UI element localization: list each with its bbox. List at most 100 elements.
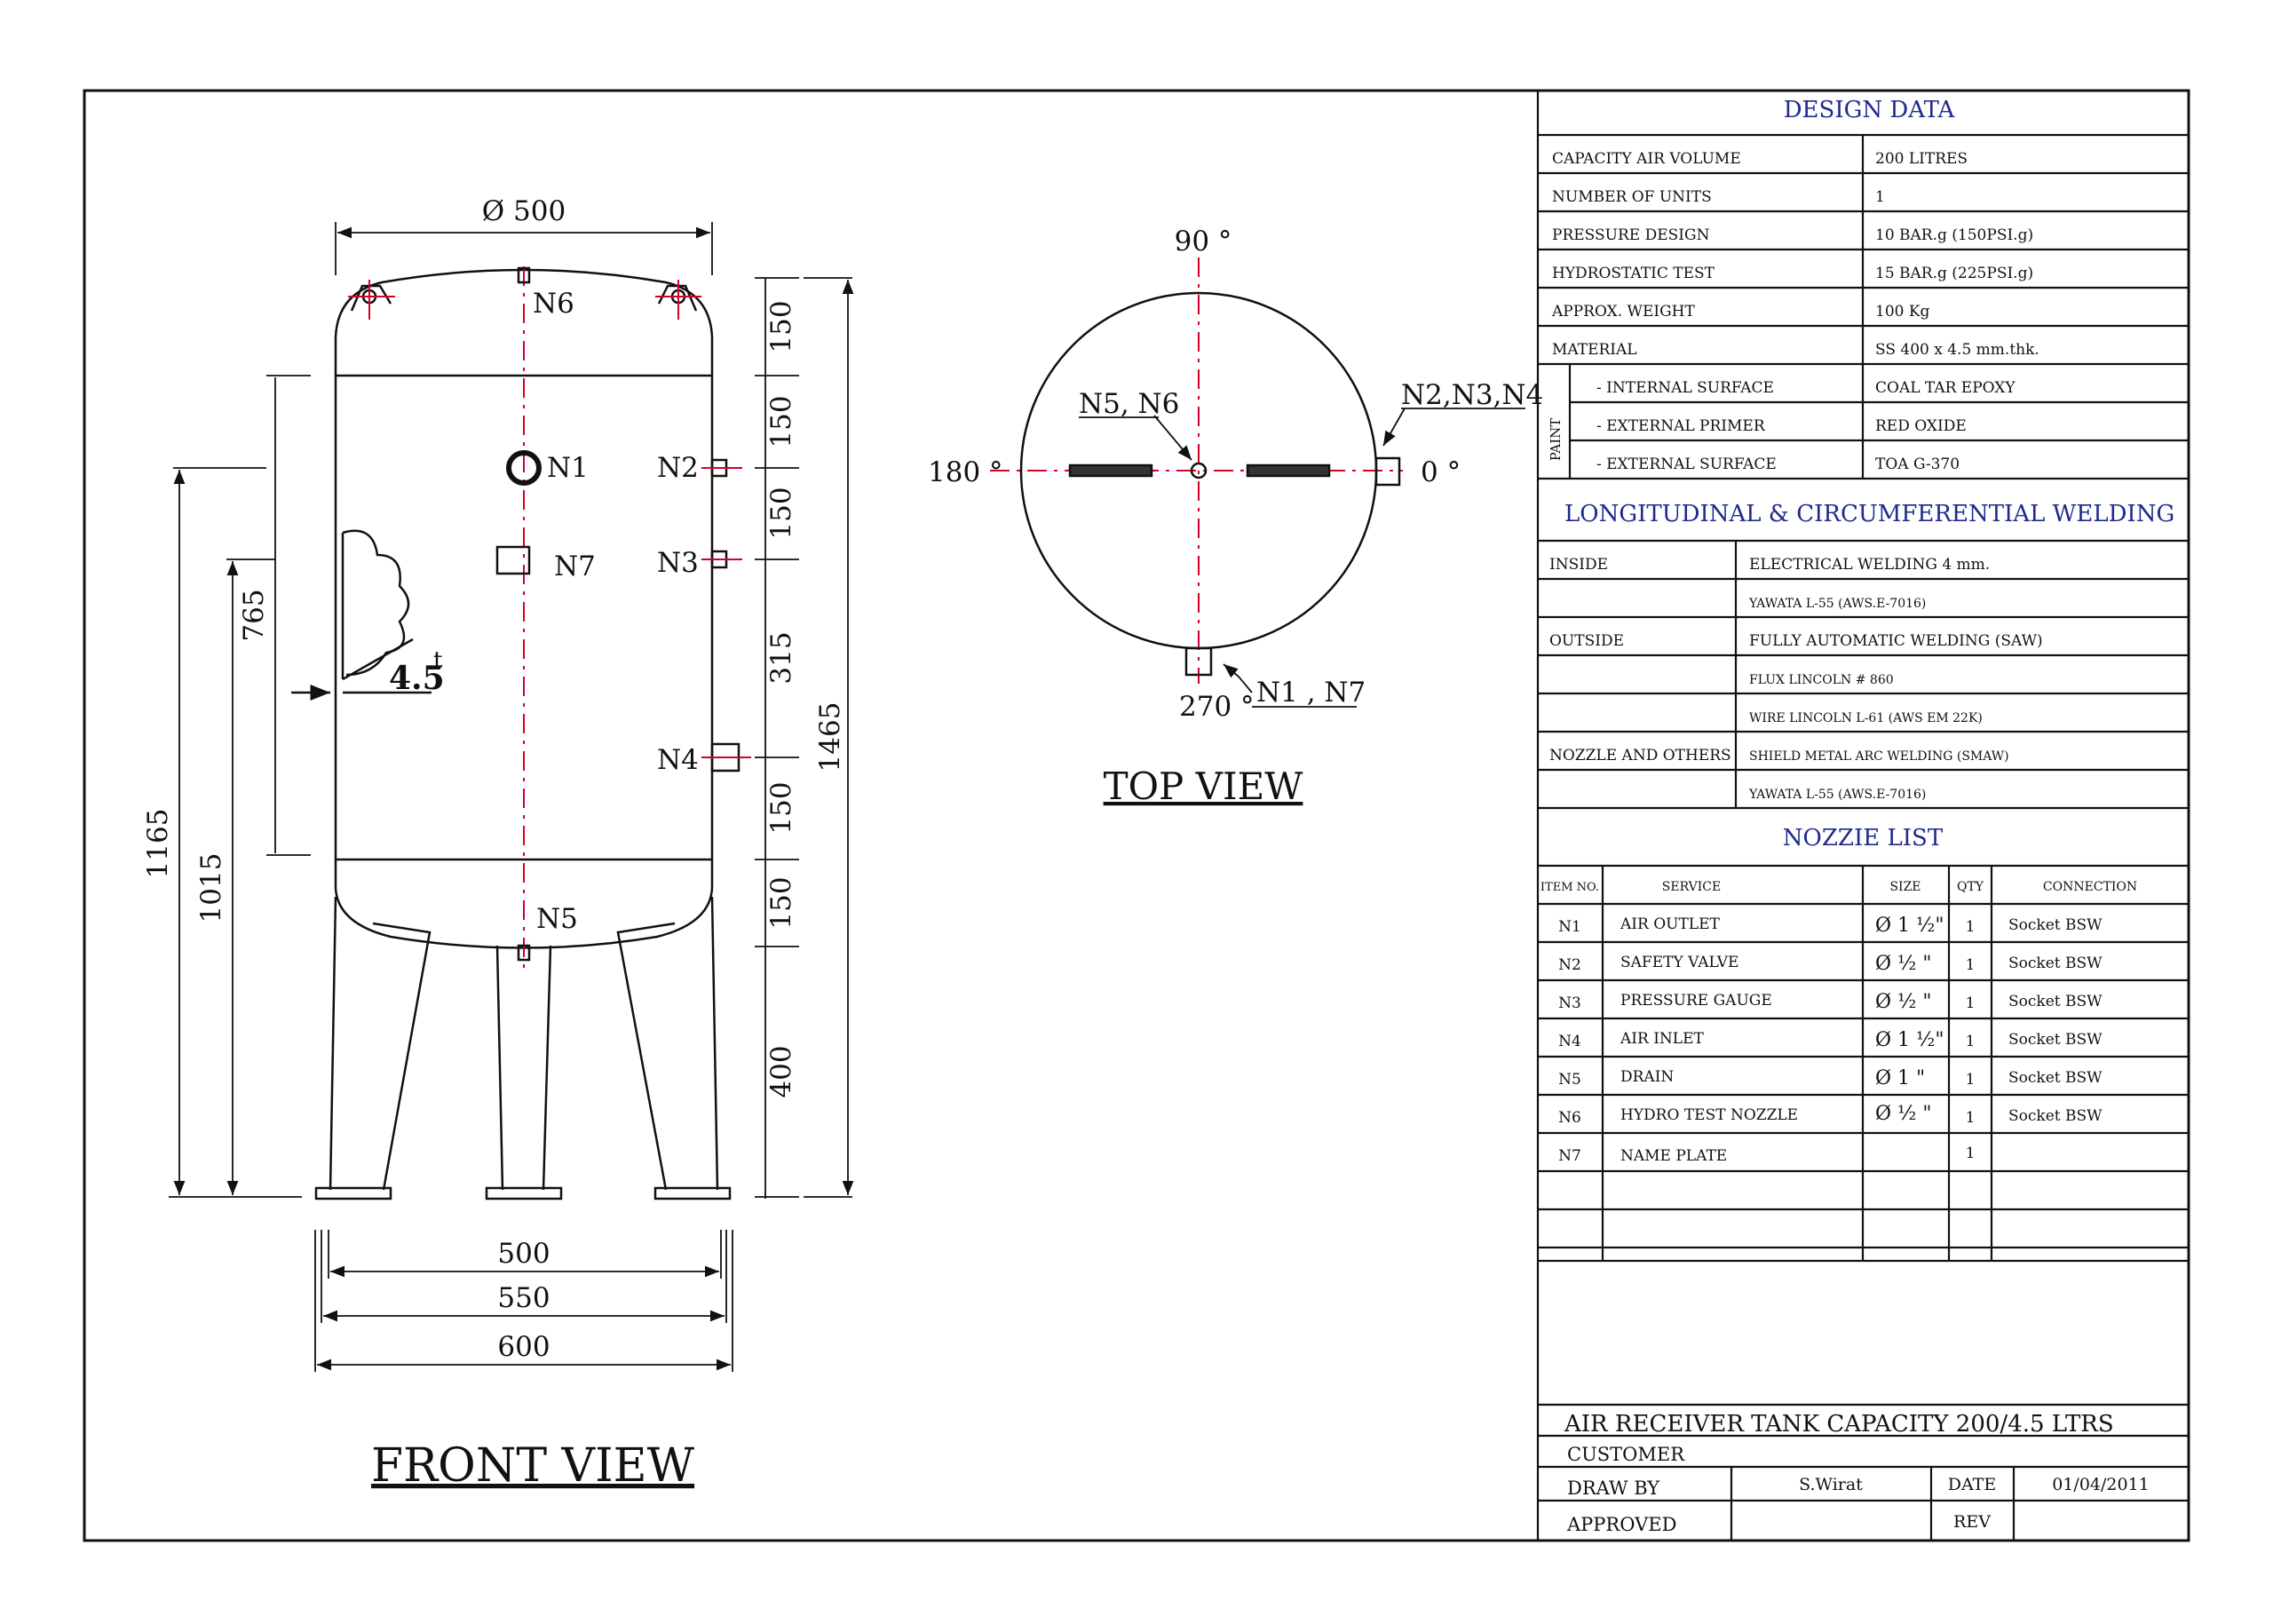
angle-0: 0 °: [1421, 456, 1461, 488]
right-panel: [1536, 91, 2189, 1541]
welding-header: LONGITUDINAL & CIRCUMFERENTIAL WELDING: [1564, 501, 2174, 527]
nozzle-item-1: N2: [1558, 956, 1581, 974]
angle-90: 90 °: [1175, 226, 1232, 257]
nozzle-qty-4: 1: [1966, 1071, 1976, 1089]
dim-right-4: 315: [765, 631, 797, 684]
paint-label-0: - INTERNAL SURFACE: [1596, 379, 1774, 397]
welding-rows: INSIDE ELECTRICAL WELDING 4 mm. YAWATA L…: [1549, 556, 2043, 802]
leg-right: [616, 896, 719, 1191]
front-view-title: FRONT VIEW: [371, 1439, 695, 1493]
col-item-no: ITEM NO.: [1540, 881, 1599, 894]
date-label: DATE: [1948, 1475, 1996, 1494]
tank-shell: [334, 374, 714, 861]
dim-bottom-600: 600: [497, 1331, 550, 1363]
nozzle-qty-2: 1: [1966, 994, 1976, 1012]
dim-left-1165: 1165: [142, 809, 174, 879]
top-view-title: TOP VIEW: [1104, 764, 1304, 808]
nozzle-size-5: Ø ½ ": [1875, 1103, 1931, 1125]
section-cloud: [342, 529, 410, 677]
nozzle-conn-4: Socket BSW: [2008, 1069, 2103, 1087]
nozzle-service-6: NAME PLATE: [1620, 1147, 1727, 1165]
dim-right-2: 150: [765, 395, 797, 448]
front-view: [169, 222, 854, 1372]
nozzle-qty-3: 1: [1966, 1033, 1976, 1050]
drawing-title: AIR RECEIVER TANK CAPACITY 200/4.5 LTRS: [1564, 1411, 2114, 1438]
dim-left-1015: 1015: [195, 853, 227, 923]
nozzle-conn-5: Socket BSW: [2008, 1107, 2103, 1125]
design-value-1: 1: [1875, 188, 1885, 206]
draw-by-value: S.Wirat: [1799, 1475, 1863, 1494]
col-connection: CONNECTION: [2043, 880, 2137, 894]
label-n1: N1: [547, 452, 589, 484]
nozzle-size-1: Ø ½ ": [1875, 953, 1931, 975]
design-value-5: SS 400 x 4.5 mm.thk.: [1875, 341, 2039, 359]
label-n2-n3-n4: N2,N3,N4: [1401, 379, 1543, 411]
nozzle-qty-6: 1: [1966, 1145, 1976, 1162]
col-service: SERVICE: [1662, 880, 1721, 894]
nozzle-service-0: AIR OUTLET: [1620, 915, 1720, 933]
nozzle-conn-0: Socket BSW: [2008, 916, 2103, 934]
nozzle-n6: [517, 266, 531, 284]
nozzle-conn-2: Socket BSW: [2008, 993, 2103, 1010]
leg-center: [495, 945, 552, 1191]
dim-right-1: 150: [765, 300, 797, 353]
angle-270: 270 °: [1179, 691, 1255, 723]
lifting-lug-left: [348, 280, 395, 320]
rev-label: REV: [1953, 1512, 1991, 1532]
label-n5-n6: N5, N6: [1079, 388, 1179, 420]
right-dimension-labels: 150 150 150 315 150 150 400 1465: [765, 300, 846, 1097]
label-n5: N5: [536, 903, 578, 935]
nozzle-service-1: SAFETY VALVE: [1620, 954, 1738, 971]
design-label-1: NUMBER OF UNITS: [1552, 188, 1712, 206]
nozzle-item-5: N6: [1558, 1109, 1581, 1127]
nozzle-list-columns: ITEM NO. SERVICE SIZE QTY CONNECTION: [1540, 880, 2137, 894]
welding-value-1: YAWATA L-55 (AWS.E-7016): [1748, 597, 1926, 611]
left-dimension-labels: 765 1015 1165: [142, 589, 270, 923]
paint-label-2: - EXTERNAL SURFACE: [1596, 456, 1777, 473]
dim-overall-height: 1465: [814, 702, 846, 772]
design-label-5: MATERIAL: [1552, 341, 1637, 359]
nozzle-conn-3: Socket BSW: [2008, 1031, 2103, 1049]
top-nozzle-n2-n3-n4: [1374, 456, 1401, 487]
nozzle-item-6: N7: [1558, 1147, 1581, 1165]
welding-value-0: ELECTRICAL WELDING 4 mm.: [1749, 556, 1990, 574]
nozzle-conn-1: Socket BSW: [2008, 955, 2103, 972]
welding-value-2: FULLY AUTOMATIC WELDING (SAW): [1749, 632, 2043, 650]
drawing-border: [83, 89, 2190, 1542]
design-value-2: 10 BAR.g (150PSI.g): [1875, 226, 2033, 244]
label-n2: N2: [657, 452, 699, 484]
welding-value-5: SHIELD METAL ARC WELDING (SMAW): [1749, 749, 2009, 764]
nozzle-n1: [506, 450, 542, 486]
thickness-superscript: t: [433, 647, 443, 674]
design-data-header: DESIGN DATA: [1784, 97, 1956, 123]
nozzle-service-2: PRESSURE GAUGE: [1620, 992, 1772, 1010]
leg-section-right: [1246, 463, 1331, 478]
design-data-rows: CAPACITY AIR VOLUME 200 LITRES NUMBER OF…: [1548, 150, 2039, 473]
dim-bottom-500: 500: [497, 1238, 550, 1270]
nozzle-list-header: NOZZIE LIST: [1783, 825, 1944, 852]
label-n7: N7: [554, 551, 596, 582]
top-nozzle-n5-n6: [1190, 462, 1208, 479]
nozzle-size-4: Ø 1 ": [1875, 1067, 1925, 1089]
paint-label-1: - EXTERNAL PRIMER: [1596, 417, 1766, 435]
design-label-3: HYDROSTATIC TEST: [1552, 265, 1715, 282]
design-value-0: 200 LITRES: [1875, 150, 1968, 168]
design-value-3: 15 BAR.g (225PSI.g): [1875, 265, 2033, 282]
paint-label: PAINT: [1548, 418, 1564, 462]
leg-section-left: [1068, 463, 1153, 478]
nozzle-qty-5: 1: [1966, 1109, 1976, 1127]
welding-value-6: YAWATA L-55 (AWS.E-7016): [1748, 788, 1926, 802]
customer-label: CUSTOMER: [1567, 1444, 1685, 1465]
nozzle-item-4: N5: [1558, 1071, 1581, 1089]
nozzle-service-3: AIR INLET: [1620, 1030, 1704, 1048]
nozzle-n5: [517, 944, 531, 962]
nozzle-qty-0: 1: [1966, 918, 1976, 936]
design-label-4: APPROX. WEIGHT: [1551, 303, 1696, 321]
top-view: [990, 257, 1525, 708]
draw-by-label: DRAW BY: [1567, 1477, 1660, 1499]
paint-value-0: COAL TAR EPOXY: [1875, 379, 2016, 397]
nozzle-size-2: Ø ½ ": [1875, 991, 1931, 1013]
date-value: 01/04/2011: [2052, 1475, 2150, 1494]
welding-value-3: FLUX LINCOLN # 860: [1749, 673, 1894, 687]
